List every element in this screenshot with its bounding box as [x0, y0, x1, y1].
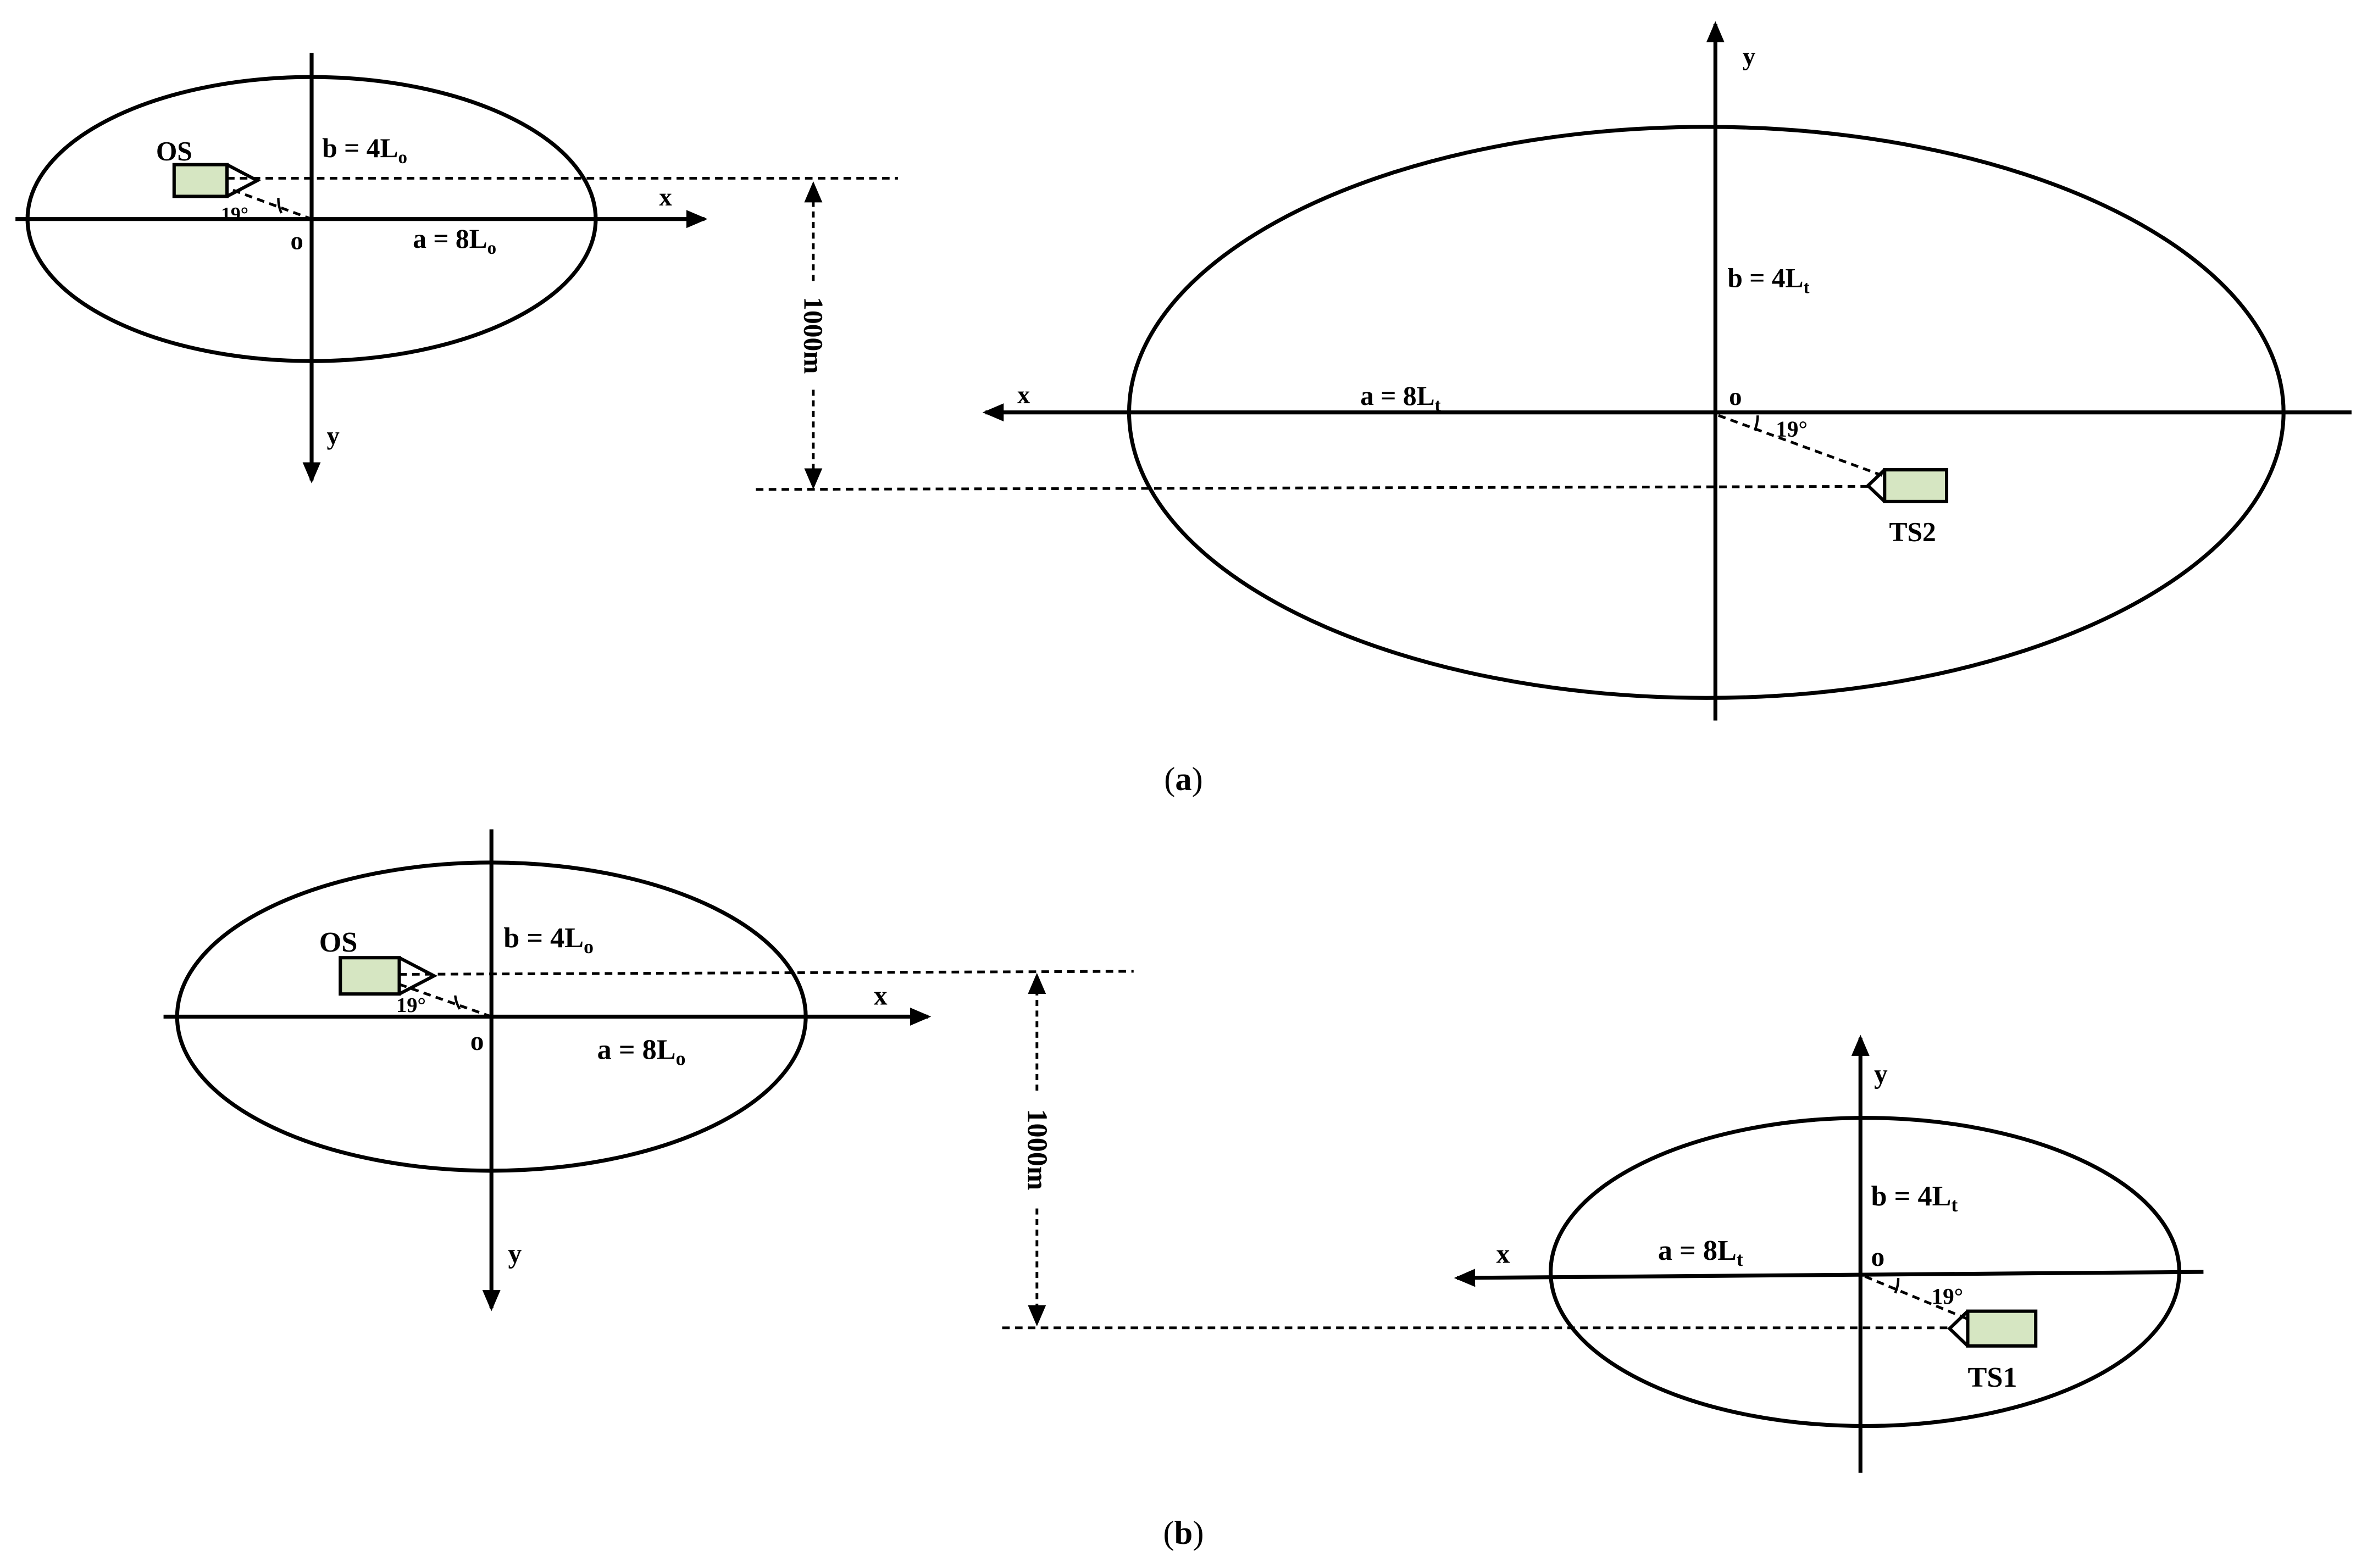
- target-ship-angle-label: 19°: [1776, 416, 1808, 442]
- target-ship-semi-minor-label: b = 4Lt: [1871, 1180, 1958, 1216]
- target-ship-x-label: x: [1017, 381, 1030, 409]
- own-ship-y-label: y: [508, 1239, 522, 1269]
- target-ship-x-label: x: [1496, 1239, 1510, 1269]
- panel-b-own-ship-domain: OS 19° o x y b = 4Lo a = 8Lo: [163, 829, 1134, 1311]
- own-ship-semi-major-label: a = 8Lo: [597, 1033, 686, 1069]
- own-ship-angle-label: 19°: [396, 994, 426, 1017]
- own-ship-y-label: y: [327, 421, 340, 450]
- own-ship-angle-arc: [277, 198, 283, 214]
- target-ship-heading-line: [756, 485, 1871, 491]
- target-ship-icon: [1883, 468, 1949, 503]
- own-ship-semi-minor-label: b = 4Lo: [503, 922, 594, 958]
- target-ship-y-label: y: [1743, 42, 1755, 71]
- target-ship-bow-icon: [1865, 468, 1886, 503]
- target-ship-semi-minor-label: b = 4Lt: [1727, 263, 1809, 297]
- panel-a: OS 19° o x y b = 4Lo a = 8Lo 1000m TS2 1…: [15, 21, 2352, 798]
- target-ship-angle-arc: [1894, 1278, 1900, 1294]
- own-ship-x-label: x: [874, 980, 888, 1010]
- target-ship-semi-major-label: a = 8Lt: [1658, 1235, 1743, 1270]
- own-ship-label: OS: [319, 926, 358, 958]
- own-ship-bow-icon: [398, 956, 438, 996]
- panel-a-target-ship-domain: TS2 19° o x y b = 4Lt a = 8Lt: [756, 21, 2352, 721]
- target-ship-origin-label: o: [1729, 382, 1742, 411]
- own-ship-icon: [172, 163, 229, 198]
- panel-b-distance-dimension: 1000m: [1021, 972, 1053, 1327]
- own-ship-origin-label: o: [291, 227, 303, 255]
- own-ship-x-label: x: [659, 183, 672, 212]
- target-ship-icon: [1966, 1309, 2038, 1348]
- own-ship-angle-arc: [454, 995, 461, 1010]
- own-ship-icon: [339, 956, 401, 996]
- target-ship-bearing-line: [1717, 414, 1917, 490]
- panel-a-distance-dimension: 1000m: [798, 181, 828, 490]
- target-ship-origin-label: o: [1871, 1242, 1885, 1272]
- target-ship-bow-icon: [1947, 1310, 1969, 1348]
- distance-label: 1000m: [1021, 1109, 1053, 1190]
- panel-b-caption: (b): [1163, 1515, 1204, 1552]
- panel-a-own-ship-domain: OS 19° o x y b = 4Lo a = 8Lo: [15, 53, 898, 483]
- own-ship-semi-minor-label: b = 4Lo: [322, 133, 407, 168]
- target-ship-angle-arc: [1753, 415, 1759, 431]
- own-ship-bow-icon: [226, 163, 261, 198]
- target-ship-y-label: y: [1874, 1059, 1888, 1089]
- own-ship-angle-label: 19°: [221, 203, 248, 225]
- panel-b-target-ship-domain: TS1 19° o x y b = 4Lt a = 8Lt: [1002, 1035, 2204, 1473]
- own-ship-heading-line: [399, 970, 1134, 976]
- own-ship-origin-label: o: [470, 1026, 484, 1056]
- own-ship-semi-major-label: a = 8Lo: [413, 224, 496, 258]
- target-ship-label: TS2: [1889, 516, 1936, 547]
- own-ship-label: OS: [156, 136, 192, 166]
- target-ship-bearing-line: [1864, 1275, 1989, 1330]
- target-ship-x-axis: [1454, 1269, 2204, 1287]
- target-ship-label: TS1: [1968, 1361, 2017, 1393]
- distance-label: 1000m: [798, 297, 828, 374]
- panel-b: OS 19° o x y b = 4Lo a = 8Lo 1000m TS1 1…: [163, 829, 2204, 1552]
- target-ship-semi-major-label: a = 8Lt: [1360, 381, 1440, 415]
- target-ship-angle-label: 19°: [1932, 1283, 1964, 1309]
- panel-a-caption: (a): [1164, 761, 1203, 798]
